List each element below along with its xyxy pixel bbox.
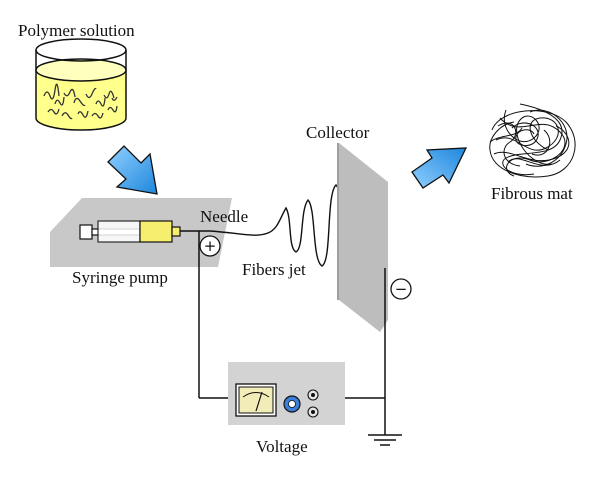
beaker-solution-body	[35, 69, 127, 131]
positive-terminal	[199, 235, 221, 257]
positive-sign: +	[204, 237, 217, 255]
negative-terminal	[390, 278, 412, 300]
collector-plate-icon	[339, 143, 388, 332]
circuit-wires	[198, 231, 386, 435]
negative-sign: −	[395, 280, 408, 298]
arrow-icon	[411, 147, 468, 189]
fibers-jet-label: Fibers jet	[242, 260, 306, 279]
polymer-chains	[43, 83, 118, 120]
right-arrow	[411, 147, 468, 189]
needle-label: Needle	[200, 207, 248, 226]
fibrous-mat-icon	[489, 103, 576, 178]
beaker-icon	[35, 38, 127, 131]
voltmeter-icon	[235, 383, 277, 417]
syringe-pump-label: Syringe pump	[72, 268, 168, 287]
beaker-rim	[35, 38, 127, 62]
voltage-label: Voltage	[256, 437, 308, 456]
beaker-solution-surface	[35, 58, 127, 82]
polymer-solution-label: Polymer solution	[18, 21, 135, 40]
collector-label: Collector	[306, 123, 370, 142]
fibrous-mat-label: Fibrous mat	[491, 184, 573, 203]
syringe-icon	[79, 220, 210, 243]
arrow-icon	[107, 145, 158, 195]
ground-icon	[368, 434, 402, 446]
down-arrow	[107, 145, 158, 195]
